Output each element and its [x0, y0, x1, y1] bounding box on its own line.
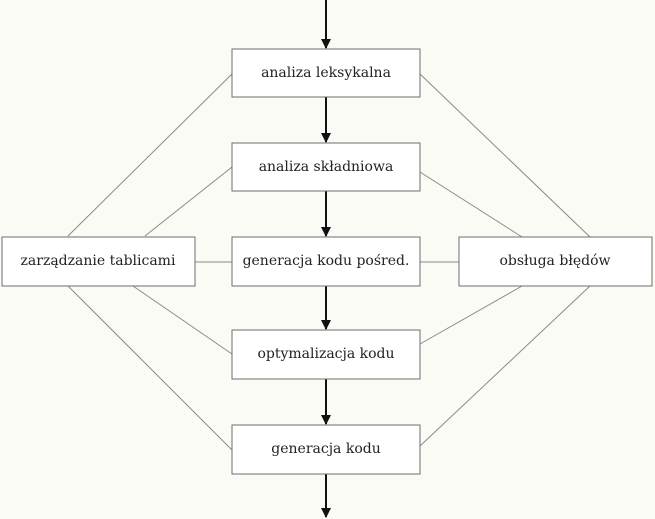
connector-tables-syntax: [144, 166, 233, 237]
node-error-handling-label: obsługa błędów: [499, 253, 610, 269]
connector-errors-lexical: [419, 73, 591, 238]
connector-tables-optimization: [132, 285, 233, 355]
connector-tables-codegen: [67, 285, 233, 451]
connector-errors-codegen: [419, 285, 591, 447]
connector-tables-lexical: [67, 73, 233, 237]
error-handling-connectors: [419, 73, 591, 447]
node-table-management: zarządzanie tablicami: [1, 236, 196, 287]
node-intermediate-codegen: generacja kodu pośred.: [231, 236, 421, 287]
connector-errors-syntax: [419, 171, 523, 238]
node-intermediate-codegen-label: generacja kodu pośred.: [243, 253, 410, 269]
node-code-generation: generacja kodu: [231, 424, 421, 475]
node-code-generation-label: generacja kodu: [271, 441, 380, 457]
table-management-connectors: [67, 73, 233, 451]
node-error-handling: obsługa błędów: [458, 236, 653, 287]
node-lexical-analysis: analiza leksykalna: [231, 48, 421, 98]
node-lexical-analysis-label: analiza leksykalna: [261, 65, 391, 81]
node-syntax-analysis: analiza składniowa: [231, 142, 421, 192]
connector-errors-optimization: [419, 285, 523, 345]
node-code-optimization-label: optymalizacja kodu: [257, 346, 394, 362]
node-syntax-analysis-label: analiza składniowa: [259, 159, 394, 175]
node-code-optimization: optymalizacja kodu: [231, 329, 421, 380]
node-table-management-label: zarządzanie tablicami: [21, 253, 176, 269]
